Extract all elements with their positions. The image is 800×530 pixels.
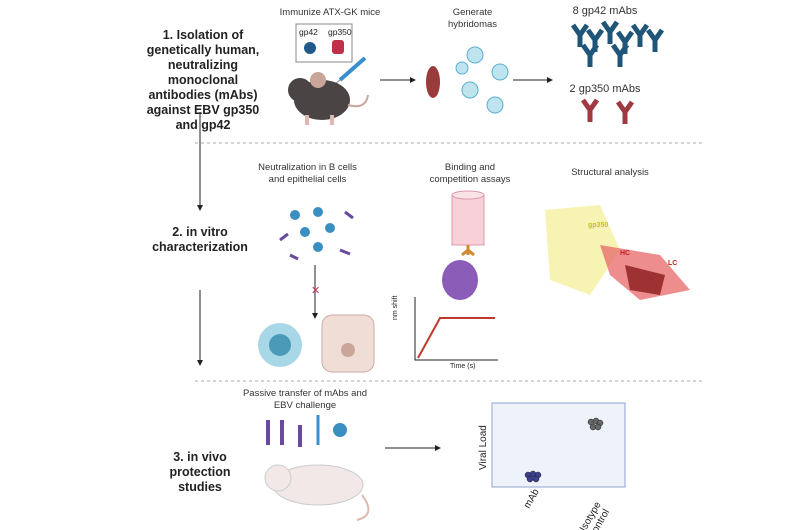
biosensor-icon: [442, 190, 485, 300]
b-cell-icon: [258, 323, 302, 367]
antibody-icon: [570, 23, 590, 47]
antibodies-and-virus: [266, 415, 347, 447]
binding-curve-plot: [414, 297, 498, 361]
antibody-icon: [580, 98, 600, 122]
spleen-icon: [426, 66, 440, 98]
gp42-antibodies: [570, 20, 665, 67]
step-3-title: 3. in vivo protection studies: [169, 450, 231, 494]
gp350-label: gp350: [328, 27, 352, 37]
antibody-icon: [615, 100, 635, 124]
neutralization-label: Neutralization in B cells and epithelial…: [258, 162, 357, 185]
antibody-icon: [645, 28, 665, 52]
structural-label: Structural analysis: [571, 167, 649, 178]
mab-data-points: [524, 470, 542, 483]
block-x-icon: ✕: [311, 285, 320, 297]
gp350-structure-label: gp350: [588, 222, 609, 229]
gp350-mabs-label: 2 gp350 mAbs: [569, 83, 641, 95]
viral-load-axis-label: Viral Load: [478, 425, 489, 470]
hc-label: HC: [620, 250, 631, 257]
nm-shift-label: nm shift: [392, 295, 399, 320]
step-1-title: 1. Isolation of genetically human, neutr…: [146, 28, 260, 132]
time-label: Time (s): [450, 363, 476, 370]
viral-load-plot: [491, 402, 626, 488]
mouse-icon: [288, 72, 369, 125]
gp42-mabs-label: 8 gp42 mAbs: [572, 5, 638, 17]
antibody-icon: [610, 43, 630, 67]
immunize-label: Immunize ATX-GK mice: [279, 7, 381, 18]
hybridomas-label: Generate hybridomas: [447, 7, 498, 30]
gp42-label: gp42: [299, 27, 318, 37]
antibody-icon: [580, 43, 600, 67]
antigen-bubble: [295, 23, 353, 63]
transfer-label: Passive transfer of mAbs and EBV challen…: [242, 388, 368, 411]
gp350-antibodies: [580, 98, 635, 124]
antibody-icon: [630, 23, 650, 47]
step-2-title: 2. in vitro characterization: [152, 225, 248, 254]
binding-label: Binding and competition assays: [429, 162, 511, 185]
isotype-data-points: [587, 417, 604, 431]
virus-antibody-cluster: [279, 207, 354, 261]
epithelial-cell-icon: [321, 314, 375, 373]
protein-structure: [545, 205, 690, 300]
lc-label: LC: [668, 260, 678, 267]
white-mouse-icon: [264, 464, 370, 521]
antibody-icon: [600, 20, 620, 44]
hybridoma-cells: [455, 46, 509, 114]
